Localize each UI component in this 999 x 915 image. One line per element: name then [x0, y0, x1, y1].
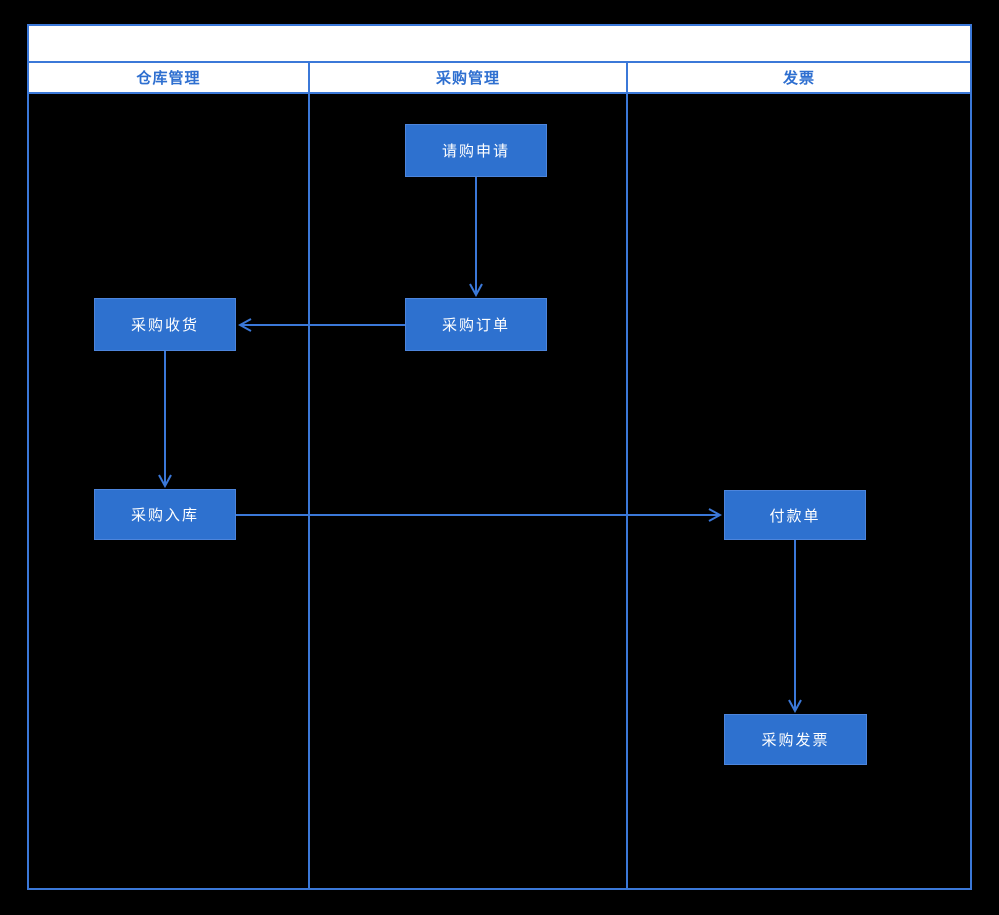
node-purchase-invoice[interactable]: 采购发票	[724, 714, 867, 765]
lane-header-warehouse-management[interactable]: 仓库管理	[29, 63, 310, 92]
node-purchase-requisition[interactable]: 请购申请	[405, 124, 547, 177]
node-purchase-order[interactable]: 采购订单	[405, 298, 547, 351]
node-purchase-stock-in[interactable]: 采购入库	[94, 489, 236, 540]
node-purchase-stock-in-label: 采购入库	[130, 507, 199, 524]
node-purchase-receipt[interactable]: 采购收货	[94, 298, 236, 351]
pool-title-bar[interactable]	[27, 24, 972, 63]
lane-procurement-management[interactable]	[310, 94, 628, 888]
lane-header-invoice[interactable]: 发票	[782, 70, 815, 87]
node-payment-slip[interactable]: 付款单	[724, 490, 866, 540]
node-purchase-invoice-label: 采购发票	[761, 732, 830, 749]
lane-header-row: 仓库管理 采购管理 发票	[27, 61, 972, 94]
lane-warehouse-management[interactable]	[29, 94, 310, 888]
lane-header-procurement-management[interactable]: 采购管理	[310, 63, 628, 92]
swimlane-pool	[27, 92, 972, 890]
node-payment-slip-label: 付款单	[769, 507, 821, 525]
node-purchase-order-label: 采购订单	[441, 317, 510, 334]
node-purchase-receipt-label: 采购收货	[130, 317, 199, 334]
node-purchase-requisition-label: 请购申请	[441, 143, 510, 160]
